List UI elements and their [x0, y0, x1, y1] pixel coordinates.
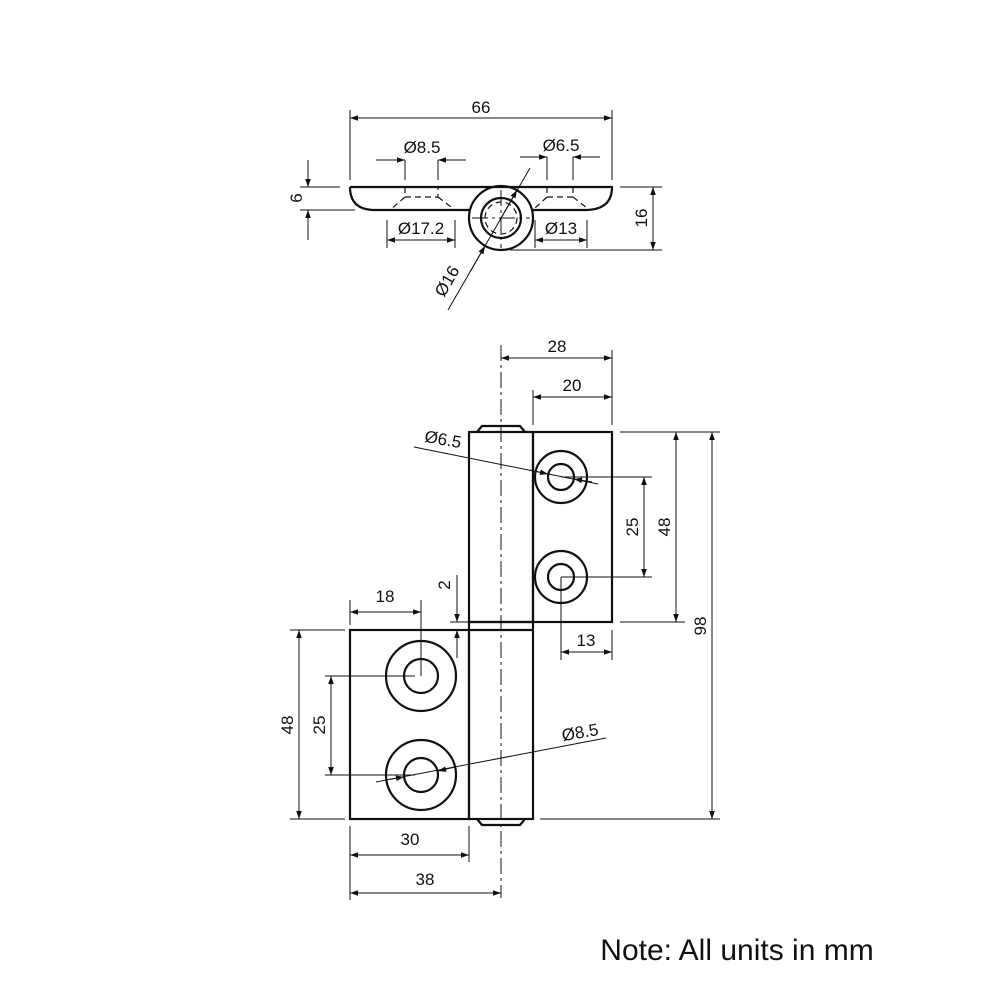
dim-lower-leaf-width: 30 — [401, 830, 420, 849]
dim-countersink-right: Ø13 — [545, 219, 577, 238]
dim-upper-hole-spacing: 25 — [623, 518, 642, 537]
dim-upper-total-width: 28 — [548, 337, 567, 356]
units-note: Note: All units in mm — [600, 934, 873, 967]
dim-lower-hole-spacing: 25 — [310, 716, 329, 735]
dim-barrel-height: 16 — [632, 209, 651, 228]
dim-overall-width: 66 — [472, 98, 491, 117]
dim-barrel-diameter: Ø16 — [431, 263, 464, 300]
dim-lower-total-width: 38 — [416, 870, 435, 889]
front-view: 28 20 25 48 98 13 Ø6.5 2 18 48 — [278, 337, 720, 900]
dim-plate-thickness: 6 — [287, 193, 306, 202]
dim-hole-right: Ø6.5 — [543, 136, 580, 155]
dim-upper-leaf-height: 48 — [655, 518, 674, 537]
dim-upper-leaf-width: 20 — [563, 376, 582, 395]
dim-countersink-left: Ø17.2 — [398, 219, 444, 238]
upper-leaf — [531, 430, 614, 624]
dim-overall-height: 98 — [691, 617, 710, 636]
dim-lower-hole-edge: 18 — [376, 587, 395, 606]
plate-outline — [348, 185, 614, 212]
lower-leaf — [348, 628, 471, 821]
countersink-left-hidden — [389, 187, 456, 211]
top-view: 66 Ø8.5 Ø6.5 Ø17.2 Ø13 6 16 Ø16 — [287, 98, 662, 311]
dim-upper-hole-diameter: Ø6.5 — [423, 427, 463, 452]
dim-lower-hole-diameter: Ø8.5 — [560, 720, 600, 745]
dim-lower-leaf-height: 48 — [278, 716, 297, 735]
countersink-right-hidden — [534, 187, 588, 209]
barrel-outer — [467, 184, 535, 252]
dim-upper-hole-edge: 13 — [577, 631, 596, 650]
dim-gap: 2 — [435, 580, 454, 589]
dim-hole-left: Ø8.5 — [404, 138, 441, 157]
